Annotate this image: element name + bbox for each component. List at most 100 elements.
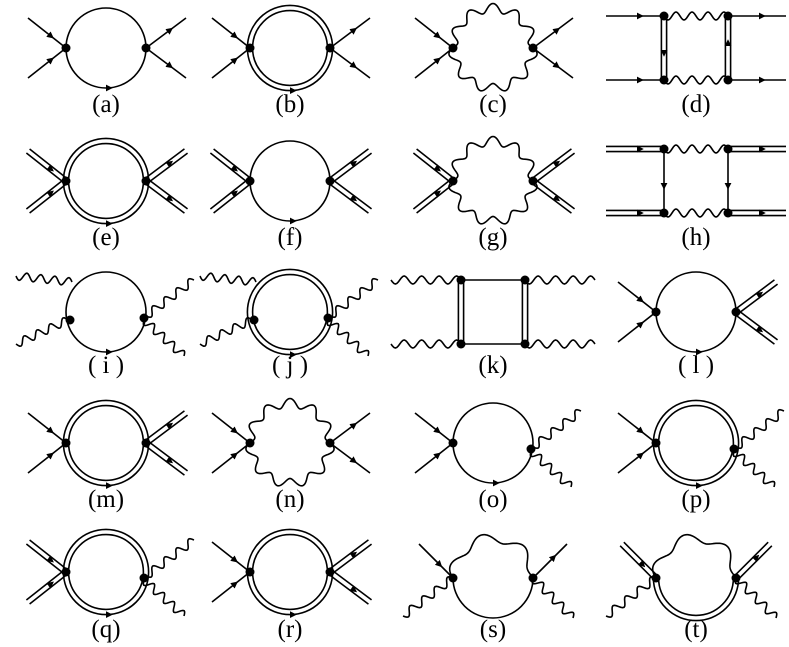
- wavy-line: [663, 208, 729, 218]
- vertex-dot: [245, 567, 255, 577]
- wavy-line: [524, 275, 596, 285]
- vertex-dot: [249, 315, 259, 325]
- external-double-line: [147, 440, 189, 472]
- wavy-line: [524, 339, 596, 349]
- wavy-line: [663, 144, 729, 154]
- diagram-c: [414, 2, 574, 92]
- diagram-label-o: (o): [478, 486, 507, 513]
- arrow-mark: [348, 27, 358, 35]
- diagram-a: [27, 7, 187, 92]
- wavy-line: [663, 75, 729, 85]
- external-wavy-line: [145, 277, 195, 319]
- external-double-line: [327, 539, 369, 571]
- diagram-label-p: (p): [681, 486, 710, 513]
- external-wavy-line: [15, 317, 69, 347]
- vertex-dot: [325, 567, 335, 577]
- external-double-line: [143, 182, 185, 214]
- external-double-line: [331, 178, 373, 210]
- vertex-dot: [456, 275, 466, 285]
- external-double-line: [143, 148, 185, 180]
- external-double-line: [737, 309, 779, 341]
- arrow-mark: [635, 295, 644, 303]
- arrow-mark: [432, 31, 441, 39]
- arrow-mark: [551, 61, 561, 69]
- diagram-o: [414, 402, 582, 488]
- diagram-label-j: ( j ): [272, 352, 308, 379]
- external-double-line: [213, 148, 253, 180]
- diagram-label-g: (g): [478, 224, 507, 251]
- external-double-line: [147, 414, 189, 446]
- external-wavy-line: [142, 579, 186, 617]
- external-double-line: [327, 573, 369, 605]
- diagram-label-m: (m): [88, 486, 124, 513]
- loop-line-inner: [251, 9, 329, 87]
- diagram-label-k: (k): [478, 352, 507, 379]
- diagram-label-a: (a): [92, 91, 120, 118]
- external-double-line: [737, 283, 779, 315]
- arrow-mark: [348, 61, 358, 69]
- vertex-dot: [528, 573, 538, 583]
- loop-line-outer: [652, 399, 740, 487]
- vertex-dot: [659, 75, 669, 85]
- vertex-dot: [61, 438, 71, 448]
- diagram-b: [211, 4, 371, 95]
- loop-line: [655, 271, 737, 353]
- vertex-dot: [61, 43, 71, 53]
- vertex-dot: [448, 176, 458, 186]
- loop-line-outer: [246, 268, 334, 356]
- arrow-mark: [635, 426, 644, 434]
- external-wavy-line: [329, 277, 379, 319]
- external-double-line: [733, 541, 769, 577]
- external-double-line: [29, 539, 69, 571]
- diagram-t: [605, 533, 778, 622]
- external-double-line: [412, 152, 452, 184]
- arrow-mark: [635, 321, 644, 329]
- loop-line-outer: [62, 528, 150, 616]
- wavy-line: [390, 339, 462, 349]
- external-wavy-line: [142, 319, 186, 357]
- arrow-mark: [432, 452, 441, 460]
- external-double-line: [209, 178, 249, 210]
- external-double-line: [623, 541, 659, 577]
- arrow-mark: [45, 57, 54, 65]
- external-double-line: [213, 182, 253, 214]
- wavy-loop: [245, 397, 335, 487]
- external-wavy-line: [145, 537, 195, 579]
- vertex-dot: [323, 313, 333, 323]
- vertex-dot: [520, 275, 530, 285]
- arrow-mark: [164, 61, 174, 69]
- external-double-line: [143, 444, 185, 476]
- wavy-arc: [448, 533, 534, 579]
- vertex-dot: [325, 43, 335, 53]
- diagram-h: [606, 144, 786, 218]
- wavy-line: [663, 11, 729, 21]
- wavy-loop: [448, 135, 538, 225]
- external-wavy-line: [326, 319, 370, 357]
- diagram-f: [209, 140, 373, 225]
- external-wavy-line: [732, 450, 776, 488]
- vertex-dot: [528, 43, 538, 53]
- diagram-l: [617, 271, 779, 356]
- arrow-mark: [432, 57, 441, 65]
- vertex-dot: [731, 573, 741, 583]
- vertex-dot: [526, 444, 536, 454]
- external-wavy-line: [199, 317, 253, 347]
- external-double-line: [327, 148, 369, 180]
- external-double-line: [25, 569, 65, 601]
- external-double-line: [143, 410, 185, 442]
- external-double-line: [147, 178, 189, 210]
- arrow-mark: [164, 27, 174, 35]
- arrow-mark: [229, 581, 238, 589]
- diagram-n: [211, 397, 371, 487]
- external-double-line: [412, 178, 452, 210]
- external-double-line: [29, 148, 69, 180]
- external-double-line: [25, 152, 65, 184]
- vertex-dot: [729, 444, 739, 454]
- diagram-label-d: (d): [681, 91, 710, 118]
- diagram-label-b: (b): [275, 91, 304, 118]
- external-wavy-line: [605, 576, 657, 618]
- loop-line-outer: [62, 399, 150, 487]
- external-double-line: [737, 545, 773, 581]
- diagram-e: [25, 137, 189, 228]
- external-double-line: [331, 543, 373, 575]
